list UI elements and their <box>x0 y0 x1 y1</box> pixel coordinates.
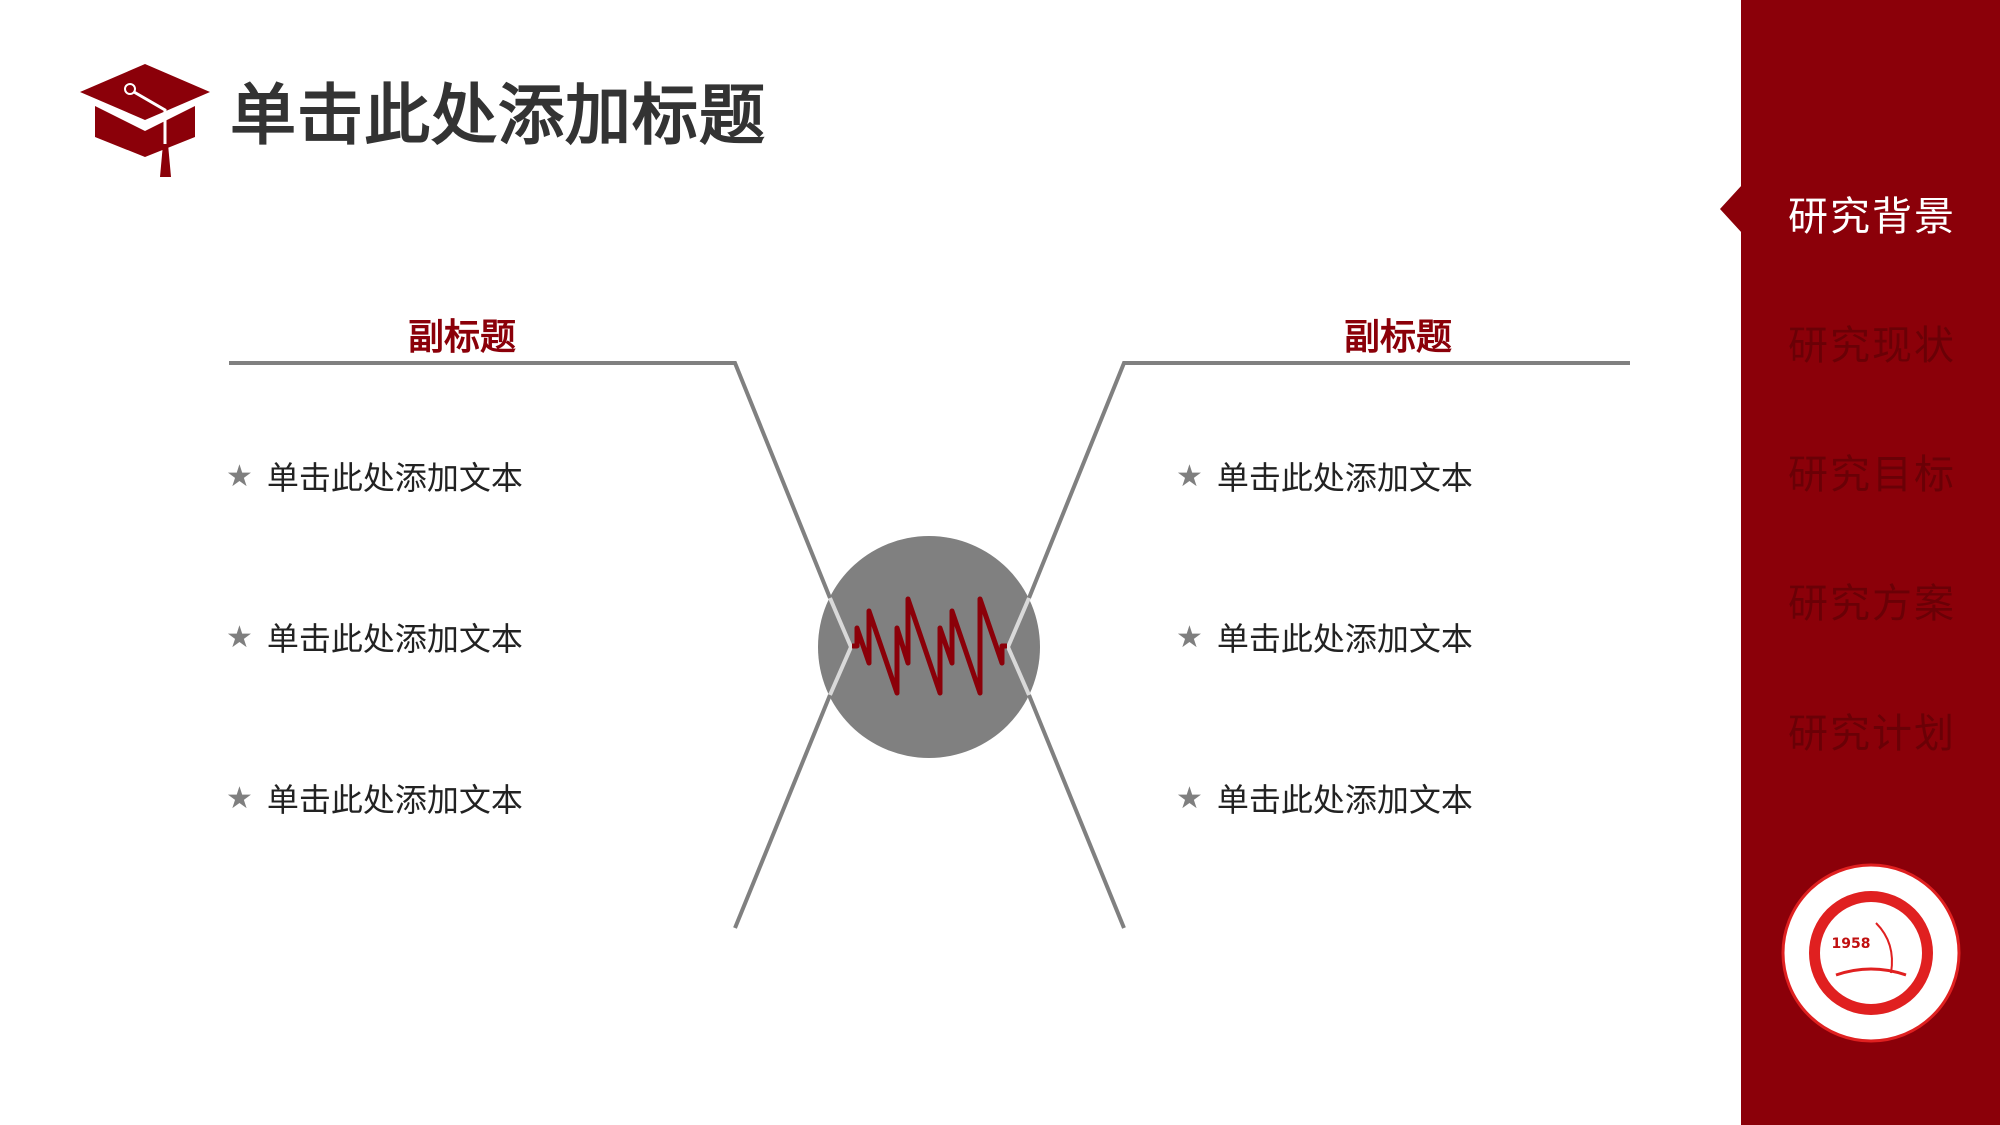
star-icon: ★ <box>226 780 253 816</box>
sidebar: 研究背景 研究现状 研究目标 研究方案 研究计划 1958 <box>1741 0 2000 1125</box>
mindmap-connector-lines <box>229 361 1630 929</box>
star-icon: ★ <box>1176 780 1203 816</box>
list-item: ★单击此处添加文本 <box>1176 458 1473 498</box>
list-item: ★单击此处添加文本 <box>1176 619 1473 659</box>
page-title: 单击此处添加标题 <box>230 77 766 154</box>
list-item: ★单击此处添加文本 <box>226 780 523 820</box>
left-subtitle: 副标题 <box>407 317 516 358</box>
list-item: ★单击此处添加文本 <box>226 619 523 659</box>
list-item: ★单击此处添加文本 <box>1176 780 1473 820</box>
sidebar-item-status[interactable]: 研究现状 <box>1788 323 1956 369</box>
star-icon: ★ <box>226 619 253 655</box>
active-nav-pointer <box>1720 185 1742 233</box>
star-icon: ★ <box>1176 458 1203 494</box>
sidebar-item-plan[interactable]: 研究方案 <box>1788 581 1956 627</box>
right-subtitle: 副标题 <box>1343 317 1452 358</box>
sidebar-item-schedule[interactable]: 研究计划 <box>1788 711 1956 757</box>
university-logo: 1958 <box>1781 863 1961 1043</box>
center-circle <box>818 536 1040 758</box>
sidebar-item-background[interactable]: 研究背景 <box>1788 194 1956 240</box>
list-item: ★单击此处添加文本 <box>226 458 523 498</box>
graduation-cap-icon <box>80 64 210 177</box>
sidebar-item-goals[interactable]: 研究目标 <box>1788 452 1956 498</box>
svg-text:1958: 1958 <box>1832 936 1871 952</box>
star-icon: ★ <box>1176 619 1203 655</box>
star-icon: ★ <box>226 458 253 494</box>
heartbeat-zigzag-icon <box>852 596 1007 696</box>
